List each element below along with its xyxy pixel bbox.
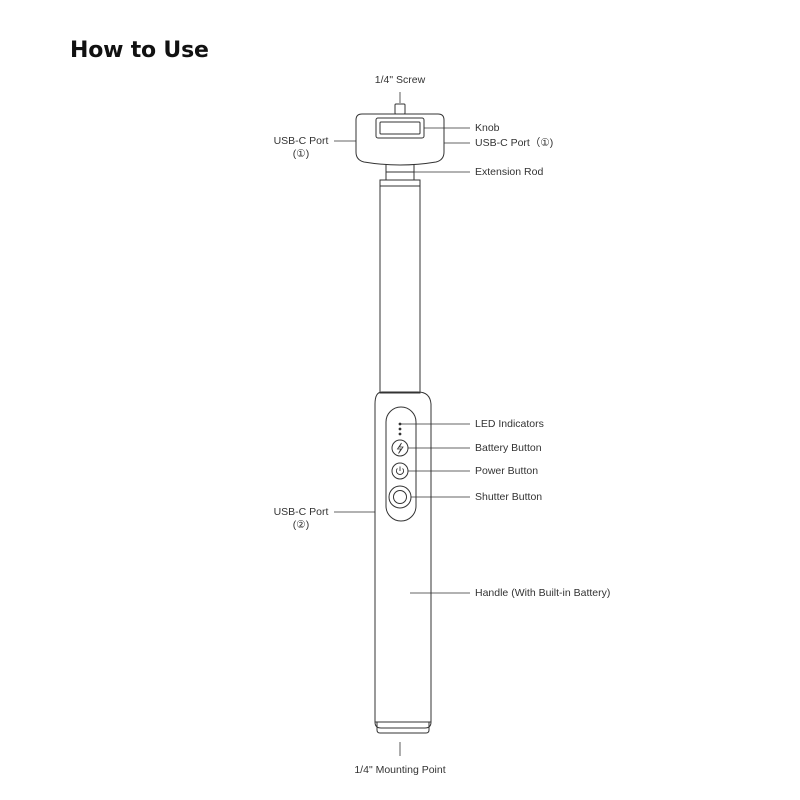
led-dot-3 — [398, 432, 402, 436]
page-title: How to Use — [70, 38, 209, 63]
label-usbc-bottom-line2: (②) — [292, 519, 310, 531]
label-extension-rod: Extension Rod — [475, 166, 544, 178]
label-led-indicators: LED Indicators — [475, 418, 544, 430]
label-handle: Handle (With Built-in Battery) — [475, 587, 611, 599]
label-power-button: Power Button — [475, 465, 539, 477]
head-part — [355, 113, 445, 187]
label-usbc-bottom-line1: USB-C Port — [273, 506, 329, 518]
leader-lines — [334, 92, 470, 756]
handle-part — [374, 391, 432, 734]
lightning-bolt-icon — [396, 442, 404, 454]
button-panel — [385, 406, 417, 522]
knob-shape — [375, 117, 425, 139]
screw-part — [394, 103, 406, 115]
label-battery-button: Battery Button — [475, 442, 542, 454]
shutter-button-shape — [388, 485, 412, 509]
label-knob: Knob — [475, 122, 500, 134]
extension-rod-part — [379, 186, 421, 394]
label-mounting-point: 1/4" Mounting Point — [354, 764, 446, 776]
label-shutter-button: Shutter Button — [475, 491, 543, 503]
label-usbc-top-left-line2: (①) — [292, 148, 310, 160]
power-icon — [395, 468, 405, 475]
shutter-ring-icon — [393, 490, 407, 504]
led-dot-2 — [398, 427, 402, 431]
label-usbc-bottom: USB-C Port (②) — [268, 506, 334, 532]
label-usbc-top-left-line1: USB-C Port — [273, 135, 329, 147]
battery-button-shape — [391, 439, 409, 457]
label-screw: 1/4" Screw — [374, 74, 426, 86]
label-usbc-top-right: USB-C Port（①) — [475, 137, 554, 149]
label-usbc-top-left: USB-C Port (①) — [268, 135, 334, 161]
